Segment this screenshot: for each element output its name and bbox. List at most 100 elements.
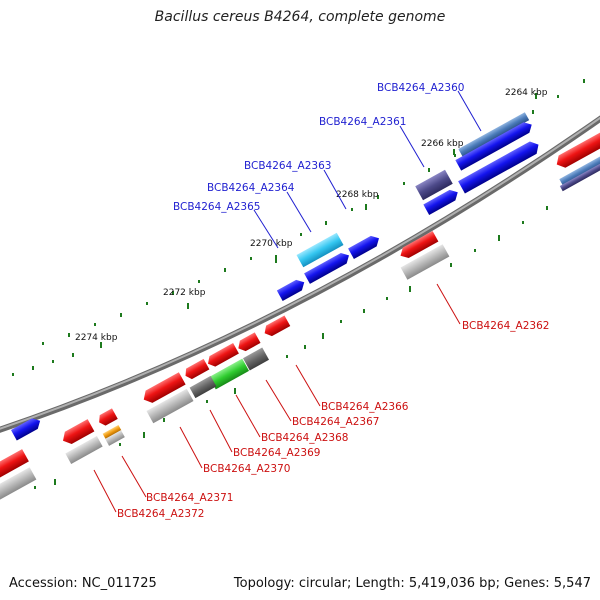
tick-mark [450,263,452,267]
tick-mark [275,255,277,263]
label-a2366[interactable]: BCB4264_A2366 [321,401,409,413]
label-a2365[interactable]: BCB4264_A2365 [173,201,260,213]
callout-line-a2362 [436,283,461,325]
gene-bcb4264-a2371[interactable] [96,408,118,427]
gene-bcb4264-a2369[interactable] [183,358,210,381]
tick-mark [377,195,379,199]
tick-mark [143,432,145,438]
tick-mark [146,302,148,305]
tick-mark [172,291,174,295]
callout-line-a2366 [295,364,321,407]
tick-mark [72,353,74,357]
gene-bcb4264-a2365[interactable] [304,250,352,284]
gene-bcb4264-a2360[interactable] [455,119,534,171]
tick-mark [34,486,36,489]
gene-bcb4264-a2371-orange[interactable] [102,425,122,439]
gene-bcb4264-a2364-cyan[interactable] [296,232,344,268]
callout-line-a2372 [93,469,117,513]
tick-mark [94,323,96,326]
label-a2370[interactable]: BCB4264_A2370 [203,463,290,475]
tick-mark [198,280,200,283]
callout-line-a2363 [323,169,347,210]
gene-bcb4264-a2361[interactable] [458,139,542,194]
tick-mark [286,355,288,358]
forward-genes [10,112,542,441]
callout-line-a2364 [286,191,312,233]
gene-bcb4264-a2370[interactable] [140,372,186,406]
right-edge-genes [553,129,600,192]
tick-mark [546,206,548,210]
tick-label-2272: 2272 kbp [163,288,206,298]
gene-left-edge-grey[interactable] [0,467,37,503]
gene-forward-left[interactable] [10,415,43,441]
label-a2372[interactable]: BCB4264_A2372 [117,508,204,520]
tick-mark [52,360,54,363]
callout-line-a2361 [399,125,425,168]
gene-bcb4264-a2372-grey[interactable] [65,436,103,464]
tick-mark [453,149,455,155]
tick-mark [42,342,44,345]
reverse-callouts [93,283,461,513]
tick-mark [522,221,524,224]
gene-bcb4264-a2366[interactable] [262,315,291,338]
gene-bcb4264-a2368-green[interactable] [208,358,250,390]
tick-mark [403,182,405,185]
tick-mark [583,79,585,83]
gene-bcb4264-a2362[interactable] [398,231,439,261]
tick-mark [54,479,56,485]
gene-bcb4264-a2371-grey[interactable] [105,430,125,446]
gene-bcb4264-a2364[interactable] [348,233,382,260]
gene-bcb4264-a2363-slate[interactable] [415,169,453,201]
tick-label-2266: 2266 kbp [421,139,464,149]
gene-bcb4264-a2369-grey[interactable] [189,375,217,399]
gene-forward-small[interactable] [276,277,307,302]
gene-bcb4264-a2363[interactable] [423,187,460,215]
gene-bcb4264-a2360-steel[interactable] [458,112,530,157]
tick-mark [535,93,537,99]
tick-label-2264: 2264 kbp [505,88,548,98]
gene-bcb4264-a2372[interactable] [60,419,95,447]
label-a2371[interactable]: BCB4264_A2371 [146,492,233,504]
label-a2369[interactable]: BCB4264_A2369 [233,447,320,459]
tick-mark [428,168,430,172]
tick-mark [12,373,14,376]
label-a2360[interactable]: BCB4264_A2360 [377,82,464,94]
tick-mark [68,333,70,337]
label-a2368[interactable]: BCB4264_A2368 [261,432,348,444]
tick-mark [120,313,122,317]
label-a2361[interactable]: BCB4264_A2361 [319,116,406,128]
genome-summary: Topology: circular; Length: 5,419,036 bp… [233,576,591,591]
gene-right-edge-red[interactable] [553,129,600,170]
tick-mark [386,297,388,300]
tick-label-2268: 2268 kbp [336,190,379,200]
tick-mark [304,345,306,349]
forward-callouts [253,90,482,249]
callout-line-a2371 [121,455,147,498]
label-a2367[interactable]: BCB4264_A2367 [292,416,379,428]
tick-mark [498,235,500,241]
gene-bcb4264-a2367[interactable] [235,332,261,353]
tick-label-2274: 2274 kbp [75,333,118,343]
accession-label: Accession: NC_011725 [9,576,157,591]
gene-bcb4264-a2368[interactable] [205,342,239,369]
tick-mark [224,268,226,272]
tick-mark [300,233,302,236]
callout-line-a2360 [457,90,482,132]
tick-mark [250,257,252,260]
label-a2362[interactable]: BCB4264_A2362 [462,320,549,332]
gene-bcb4264-a2370-grey[interactable] [146,388,194,424]
gene-right-edge-steel[interactable] [559,153,600,187]
gene-left-edge-red[interactable] [0,449,29,481]
tick-mark [119,443,121,446]
tick-mark [32,366,34,370]
gene-bcb4264-a2362-grey[interactable] [400,244,450,280]
reverse-genes [0,231,450,503]
tick-mark [322,333,324,339]
tick-mark [454,154,456,157]
label-a2363[interactable]: BCB4264_A2363 [244,160,331,172]
gene-bcb4264-a2367-grey[interactable] [242,347,270,371]
label-a2364[interactable]: BCB4264_A2364 [207,182,295,194]
gene-right-edge-slate[interactable] [559,160,600,192]
